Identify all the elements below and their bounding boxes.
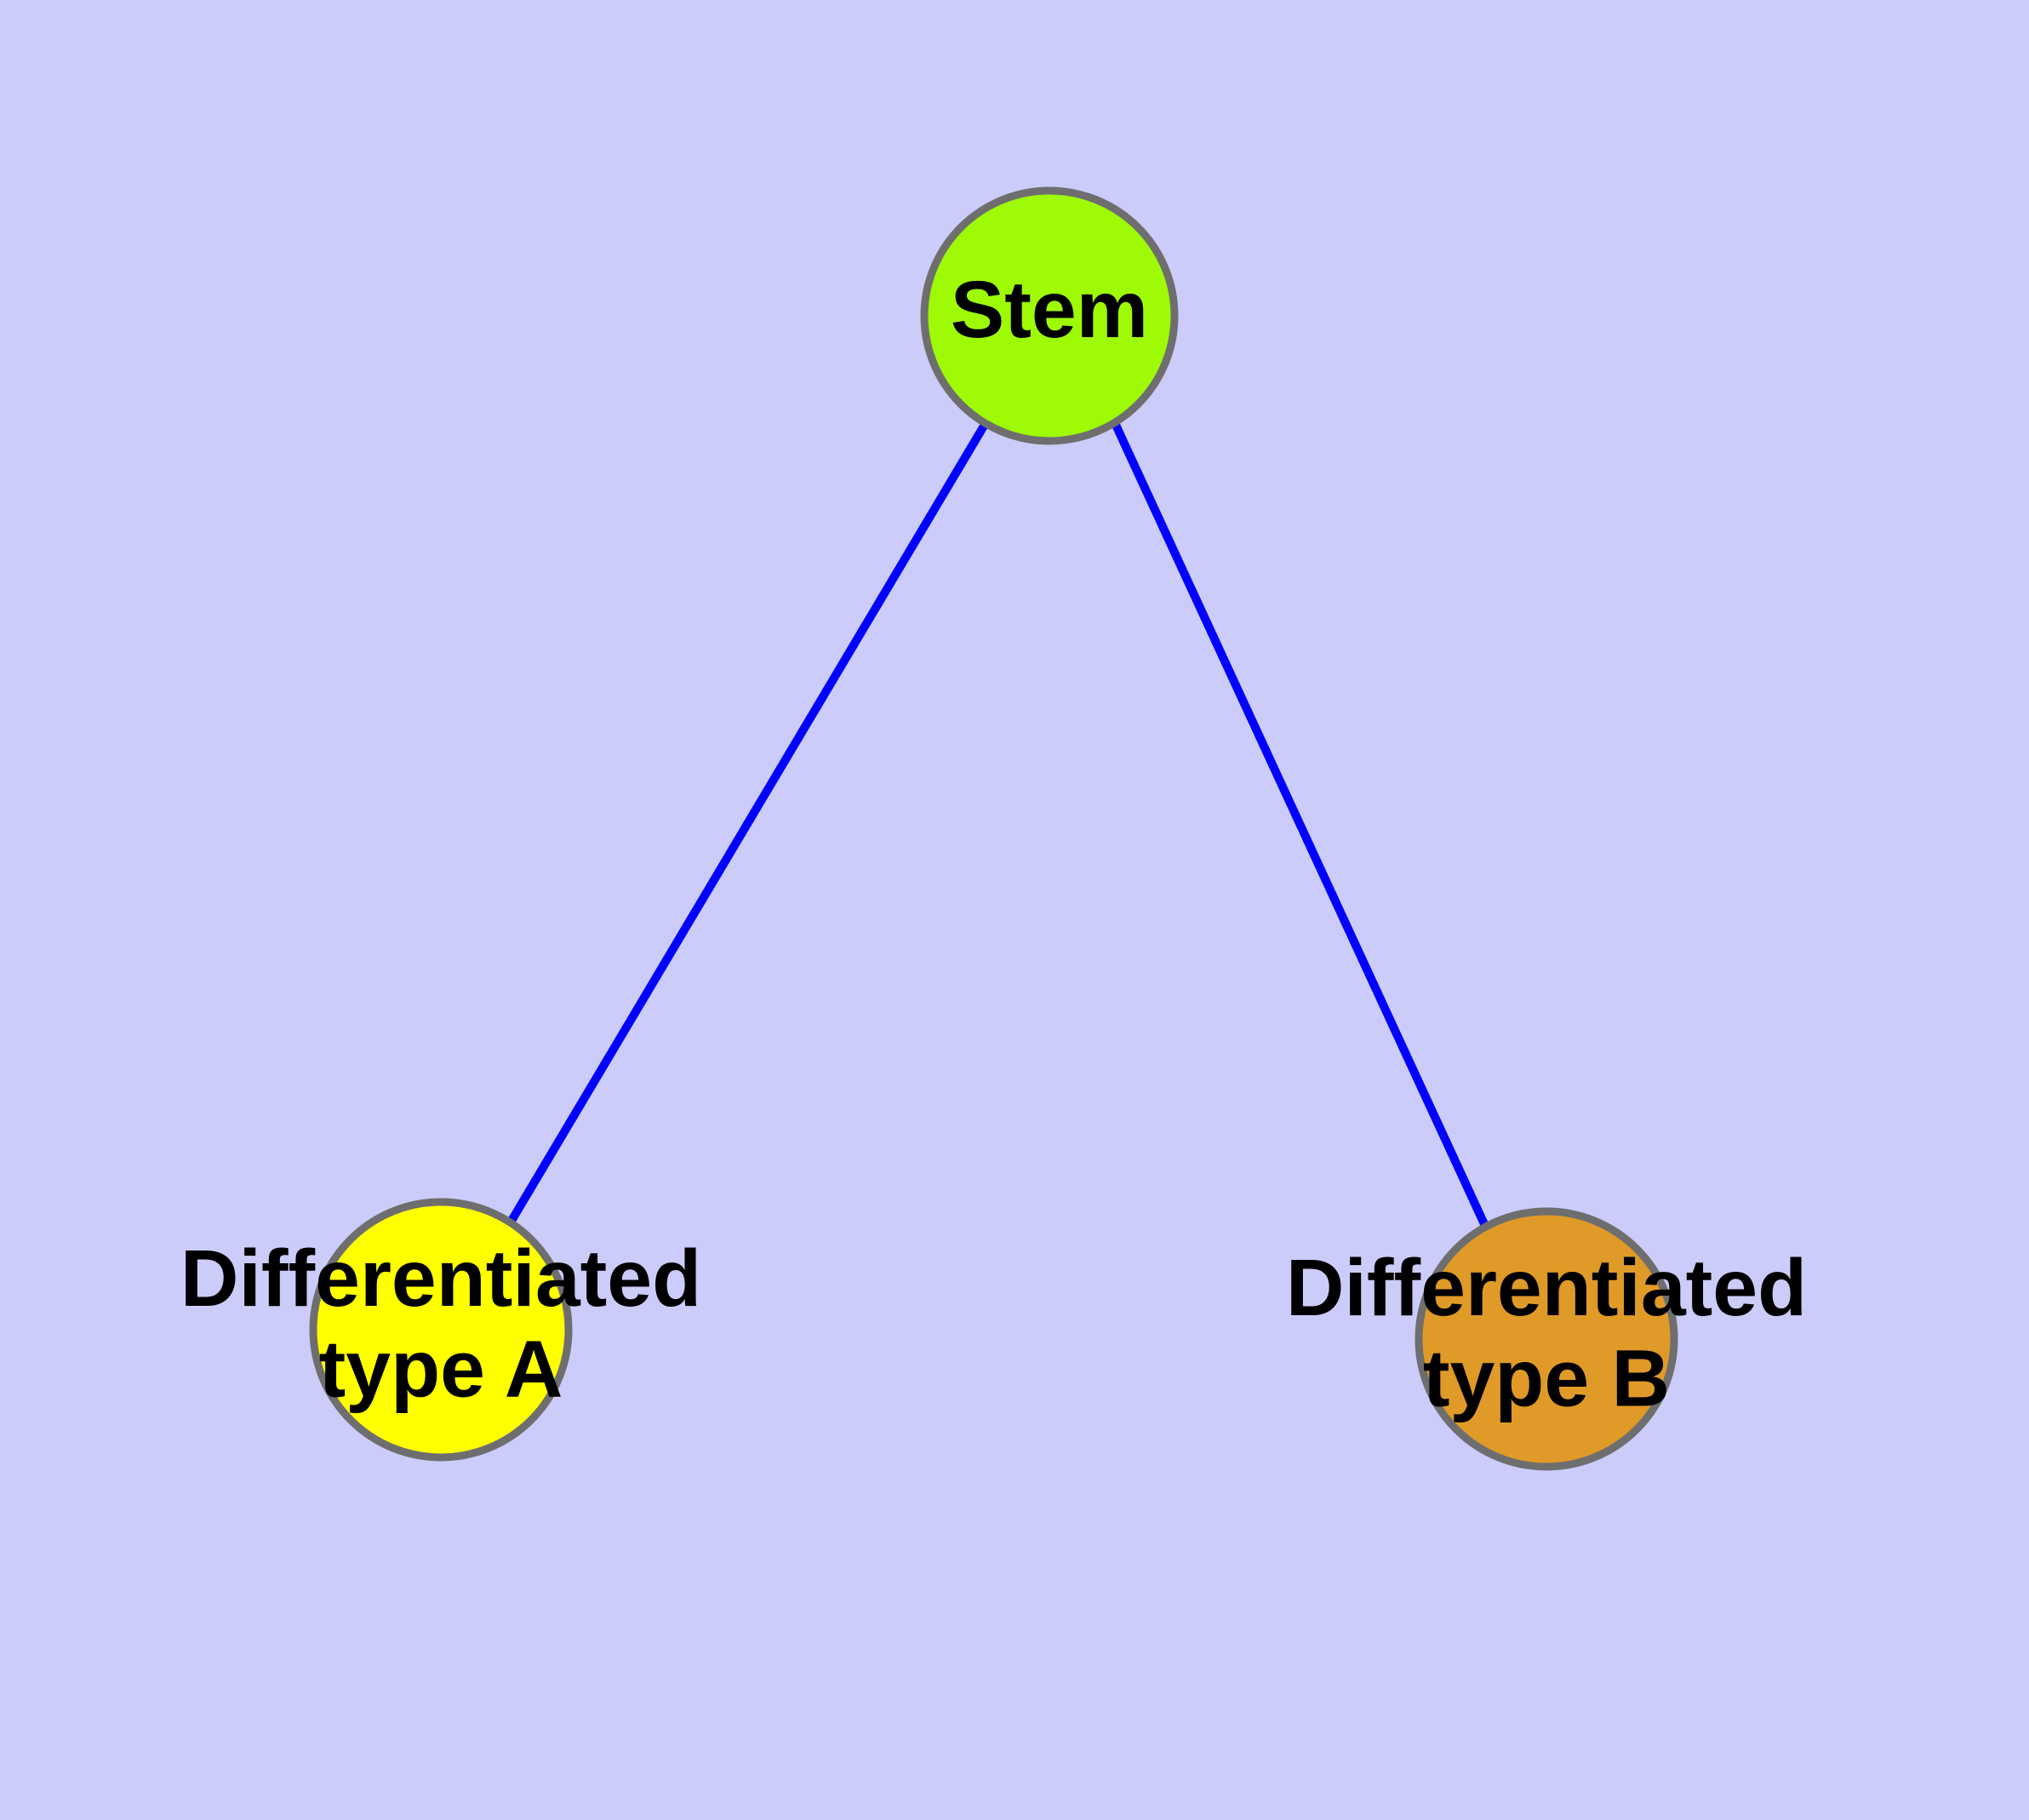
edge-stem-to-diff-a[interactable] (507, 421, 990, 1223)
node-stem[interactable]: Stem (920, 186, 1179, 445)
node-differentiated-type-b-label-line2: type B (1423, 1333, 1670, 1423)
node-differentiated-type-a-circle[interactable] (309, 1198, 573, 1462)
node-differentiated-type-b-circle[interactable] (1415, 1207, 1678, 1471)
node-stem-label-line1: Stem (951, 265, 1148, 355)
edge-stem-to-diff-b[interactable] (1111, 421, 1489, 1227)
node-stem-circle[interactable] (920, 186, 1179, 445)
node-differentiated-type-b[interactable]: Differentiated type B (1286, 1207, 1807, 1471)
edge-layer (507, 421, 1489, 1227)
node-differentiated-type-b-label-line1: Differentiated (1286, 1243, 1807, 1333)
node-differentiated-type-a[interactable]: Differentiated type A (180, 1198, 701, 1462)
node-differentiated-type-a-label-line2: type A (319, 1324, 563, 1414)
node-differentiated-type-a-label-line1: Differentiated (180, 1233, 701, 1324)
